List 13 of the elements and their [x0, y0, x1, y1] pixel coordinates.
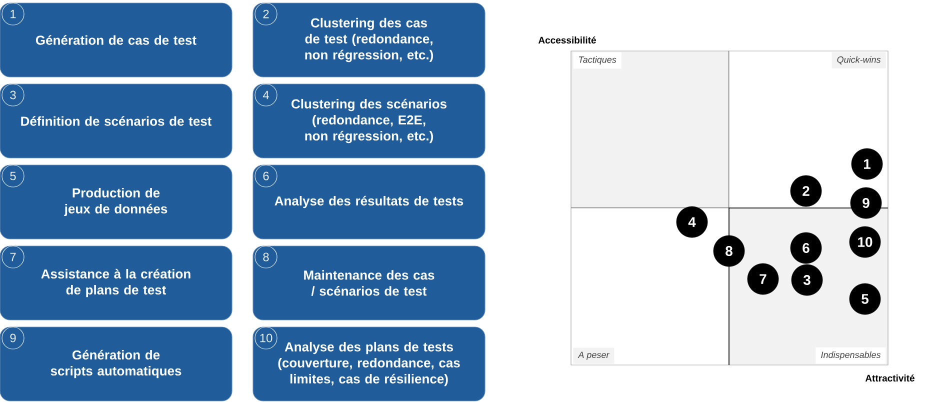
number-badge: 7	[2, 246, 24, 268]
number-badge: 3	[2, 84, 24, 106]
number-badge: 5	[2, 164, 24, 188]
number-badge: 1	[2, 2, 24, 26]
number-badge: 4	[254, 84, 278, 106]
quadrant: Tactiques	[570, 50, 730, 208]
number-badge: 8	[254, 246, 278, 268]
number-badge: 10	[254, 326, 278, 350]
number-badge: 9	[2, 326, 24, 350]
axis-label: Attractivité	[865, 374, 914, 382]
number-badge: 6	[254, 164, 278, 188]
number-badge: 2	[254, 2, 278, 26]
axis-label: Accessibilité	[538, 36, 596, 44]
